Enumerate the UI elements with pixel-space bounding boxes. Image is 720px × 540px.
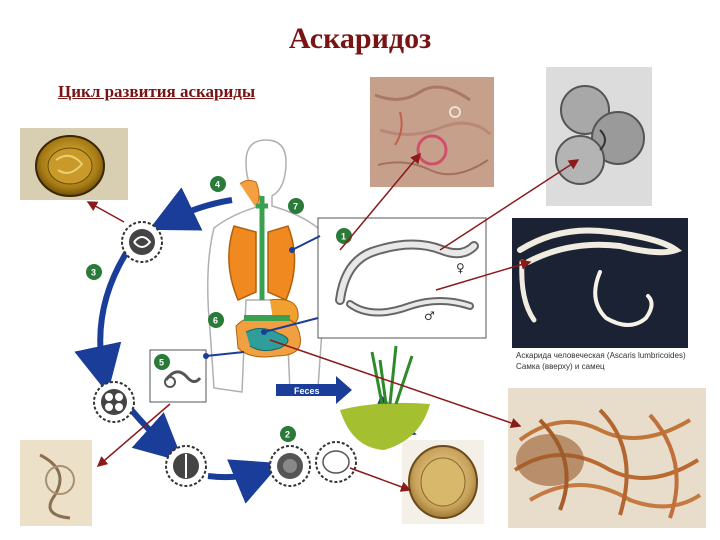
slide-subtitle: Цикл развития аскариды [58,82,256,101]
cycle-arrow-lower-left [125,404,184,463]
connector-to-egg-photo-bottom [349,467,412,492]
svg-text:4: 4 [215,180,220,190]
feces-arrow: Feces [276,376,352,404]
stage-badge-5: 5 [154,354,170,370]
pointer-intestine [263,317,319,333]
stage-badge-1: 1 [336,228,352,244]
egg-stage-left [93,381,135,423]
pointer-to-adult-inset [291,235,321,251]
pointer-dot-lungs [289,247,295,253]
svg-text:1: 1 [341,232,346,242]
egg-stage-top [121,221,163,263]
svg-text:2: 2 [285,430,290,440]
cycle-arrow-left [74,248,131,394]
connector-to-adult-photo [435,259,532,291]
cycle-arrow-top [148,187,233,231]
stage-badge-2: 2 [280,426,296,442]
connector-to-sem [439,159,580,251]
connector-to-egg-photo-top [86,201,125,223]
cycle-arrow-bottom [207,459,281,504]
photo-caption-line-1: Аскарида человеческая (Ascaris lumbricoi… [516,351,686,360]
worm-head-sem-photo [546,67,652,206]
photo-caption-line-2: Самка (вверху) и самец [516,362,605,371]
pointer-dot-larva [203,353,209,359]
connector-to-larva-photo [96,403,171,467]
stage-badge-3: 3 [86,264,102,280]
larva-photo [20,440,92,526]
adult-worms-photo [512,218,688,348]
worm-mass-photo [508,388,706,528]
slide-title: Аскаридоз [288,22,432,55]
pointer-larva [205,351,245,357]
soil-plant [340,345,430,450]
svg-text:3: 3 [91,268,96,278]
photo-caption: Аскарида человеческая (Ascaris lumbricoi… [516,350,696,372]
svg-text:5: 5 [159,358,164,368]
svg-text:7: 7 [293,202,298,212]
female-symbol: ♀ [456,261,465,275]
pointer-dot-intestine [261,329,267,335]
egg-stage-fertile [315,441,357,483]
connector-to-worm-mass [269,339,522,429]
stage-badge-6: 6 [208,312,224,328]
egg-photo-top-left [20,128,128,200]
egg-photo-bottom [402,440,484,524]
connector-to-histology [339,152,421,251]
stage-badge-4: 4 [210,176,226,192]
feces-label: Feces [294,386,320,396]
histology-photo [370,77,494,187]
stage-badge-7: 7 [288,198,304,214]
svg-text:6: 6 [213,316,218,326]
egg-stage-bottom-left [165,445,207,487]
egg-stage-bottom [269,445,311,487]
organs [228,179,301,358]
male-symbol: ♂ [424,309,435,323]
